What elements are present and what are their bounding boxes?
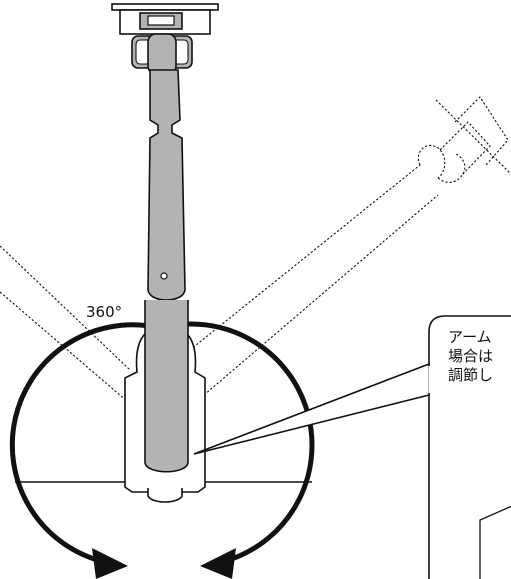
rotation-arc-left — [9, 322, 161, 565]
callout-line-1: アーム — [448, 328, 492, 346]
arm-base-housing — [124, 300, 206, 503]
top-mount-plate — [111, 3, 219, 35]
left-rotated-arm-outline — [0, 245, 131, 403]
arrow-head-right-icon — [200, 548, 236, 579]
top-joint — [131, 33, 193, 75]
callout-box: アーム 場合は 調節し — [193, 315, 511, 579]
callout-line-2: 場合は — [448, 347, 493, 365]
inner-figure-outline — [479, 505, 511, 579]
callout-line-3: 調節し — [448, 366, 493, 384]
rotation-angle-label: 360° — [86, 303, 122, 321]
arrow-head-left-icon — [92, 548, 128, 579]
vertical-arm — [147, 69, 186, 301]
